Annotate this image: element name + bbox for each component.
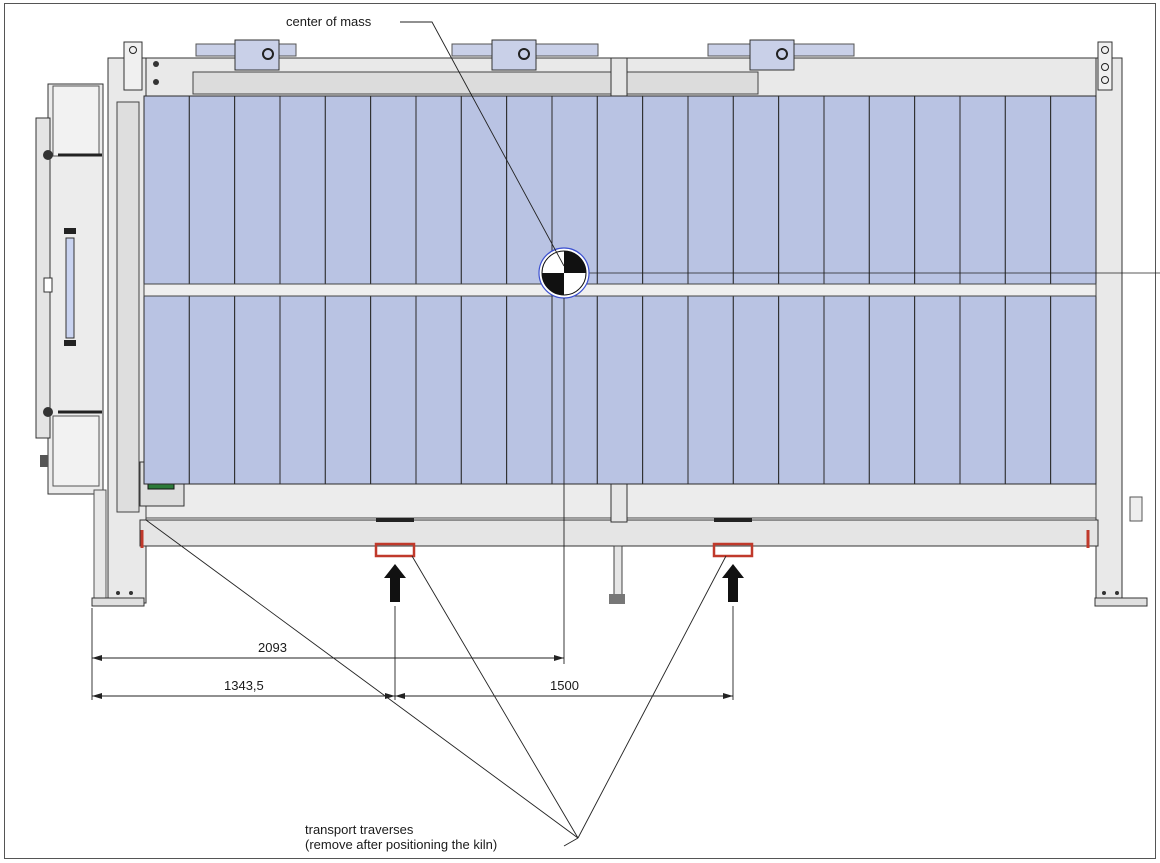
dimension-arrows xyxy=(92,655,733,699)
insulation-panel xyxy=(823,295,870,485)
insulation-panel xyxy=(506,95,553,285)
leader-lines xyxy=(145,21,727,847)
insulation-panel xyxy=(279,95,326,285)
label-traverses-1: transport traverses xyxy=(305,822,414,837)
insulation-panel xyxy=(778,95,825,285)
insulation-panel xyxy=(370,95,417,285)
insulation-panel xyxy=(914,295,961,485)
insulation-panel xyxy=(914,95,961,285)
insulation-panel xyxy=(732,95,780,285)
insulation-panel xyxy=(732,295,780,485)
dim-traverse1-from-left: 1343,5 xyxy=(224,678,264,693)
insulation-panel xyxy=(959,295,1006,485)
middle-rail xyxy=(143,283,1097,297)
insulation-panel xyxy=(642,295,689,485)
insulation-panel xyxy=(188,295,236,485)
dim-traverse-spacing: 1500 xyxy=(550,678,579,693)
insulation-panel xyxy=(415,295,462,485)
transport-traverse xyxy=(712,518,754,602)
insulation-panel xyxy=(279,295,326,485)
insulation-panel xyxy=(460,295,508,485)
insulation-panel xyxy=(506,295,553,485)
insulation-panel xyxy=(234,295,281,485)
insulation-panel xyxy=(188,95,236,285)
sheet-border xyxy=(4,3,1156,859)
insulation-panel xyxy=(596,295,644,485)
hinge xyxy=(707,39,855,71)
insulation-panel xyxy=(868,295,916,485)
insulation-panel xyxy=(143,295,190,485)
dimension-lines xyxy=(91,298,734,700)
label-traverses-2: (remove after positioning the kiln) xyxy=(305,837,497,852)
label-center-of-mass: center of mass xyxy=(286,14,372,29)
sight-glass xyxy=(65,237,75,339)
control-cabinet xyxy=(35,83,107,601)
dim-cog-from-left: 2093 xyxy=(258,640,287,655)
insulation-panel xyxy=(1050,295,1097,485)
insulation-panel xyxy=(868,95,916,285)
insulation-panel xyxy=(324,295,372,485)
insulation-panel xyxy=(234,95,281,285)
insulation-panel xyxy=(551,295,598,485)
insulation-panel xyxy=(959,95,1006,285)
insulation-panel xyxy=(415,95,462,285)
insulation-panel xyxy=(1004,95,1052,285)
insulation-panels xyxy=(143,95,1097,485)
insulation-panel xyxy=(1050,95,1097,285)
hinge xyxy=(451,39,599,71)
insulation-panel xyxy=(143,95,190,285)
hinge xyxy=(195,39,297,71)
insulation-panel xyxy=(687,95,734,285)
insulation-panel xyxy=(687,295,734,485)
insulation-panel xyxy=(596,95,644,285)
transport-traverse xyxy=(374,518,416,602)
insulation-panel xyxy=(823,95,870,285)
insulation-panel xyxy=(324,95,372,285)
insulation-panel xyxy=(460,95,508,285)
insulation-panel xyxy=(642,95,689,285)
insulation-panel xyxy=(1004,295,1052,485)
insulation-panel xyxy=(370,295,417,485)
center-of-mass-symbol xyxy=(538,247,1160,299)
insulation-panel xyxy=(778,295,825,485)
